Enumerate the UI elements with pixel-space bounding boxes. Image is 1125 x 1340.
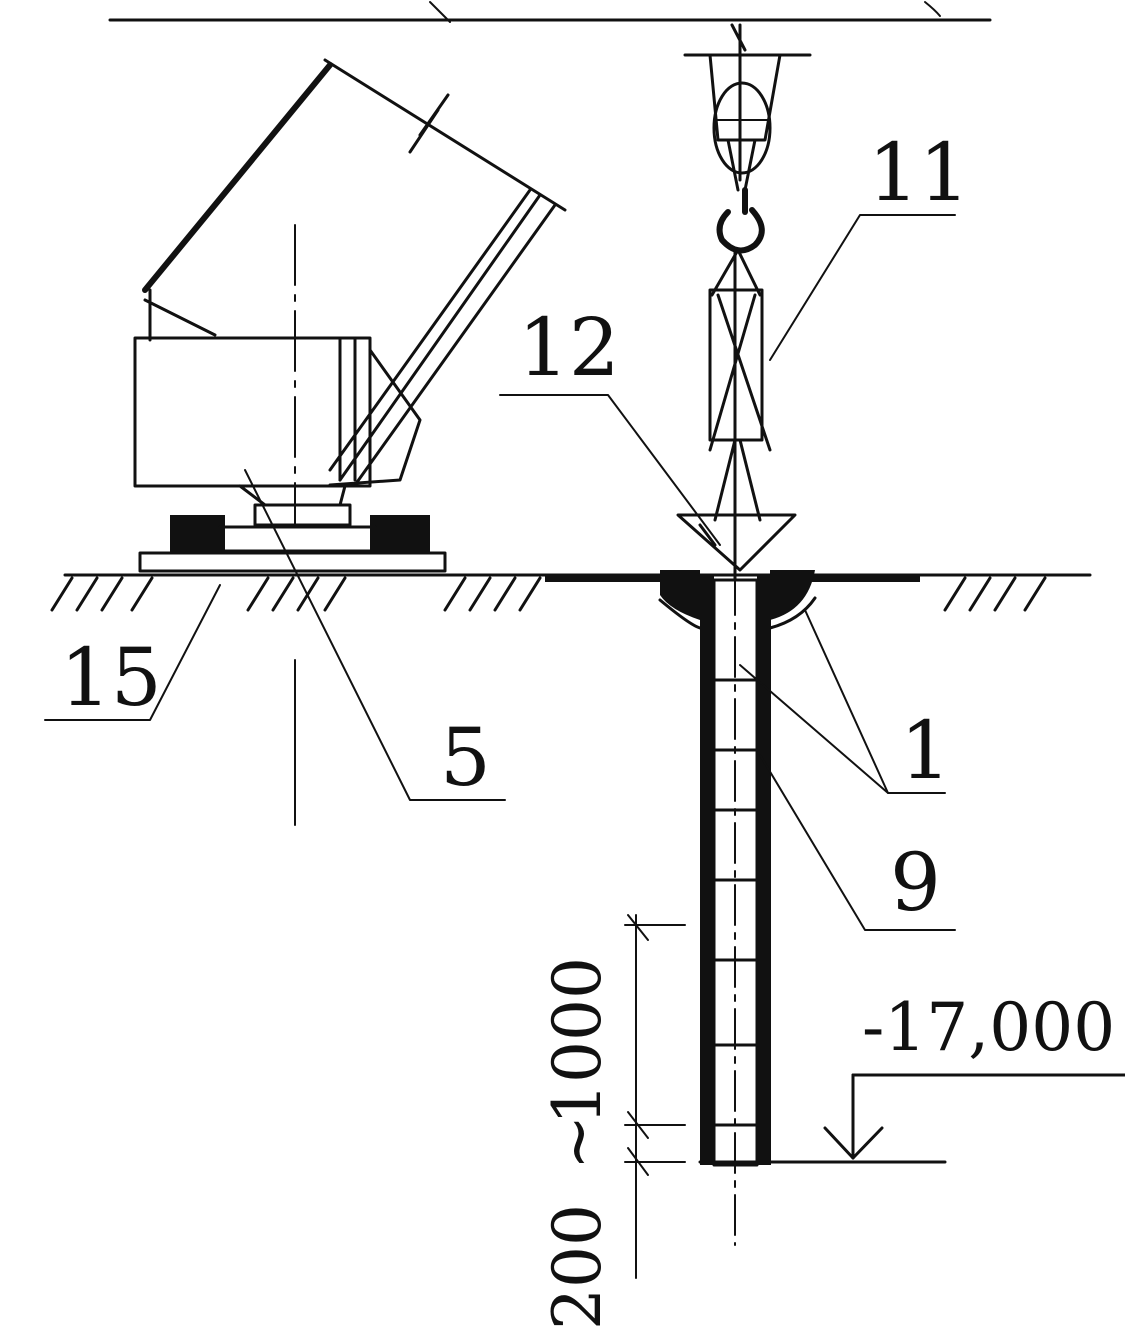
label-1: 1 [900, 704, 951, 797]
label-15: 15 [60, 631, 162, 724]
dimension-200: 200 [539, 1204, 616, 1330]
label-5: 5 [440, 711, 491, 804]
crane [133, 58, 567, 826]
pit-head [658, 570, 817, 630]
label-11: 11 [868, 126, 970, 219]
label-12: 12 [518, 301, 620, 394]
dimension-1000: 1000 [539, 957, 616, 1125]
hook-assembly [683, 23, 812, 582]
dimension-separator: ~ [539, 1115, 616, 1170]
label-9: 9 [890, 836, 941, 929]
guide-funnel [676, 513, 797, 572]
ground-line [63, 573, 1092, 582]
elevation-text: -17,000 [862, 989, 1115, 1066]
elevation-marker: -17,000 [823, 989, 1125, 1160]
vertical-dimension [624, 914, 686, 1279]
leader-lines [44, 214, 956, 931]
top-line [108, 1, 992, 23]
ground-hatching [50, 576, 1047, 612]
pile-column [698, 574, 947, 1246]
